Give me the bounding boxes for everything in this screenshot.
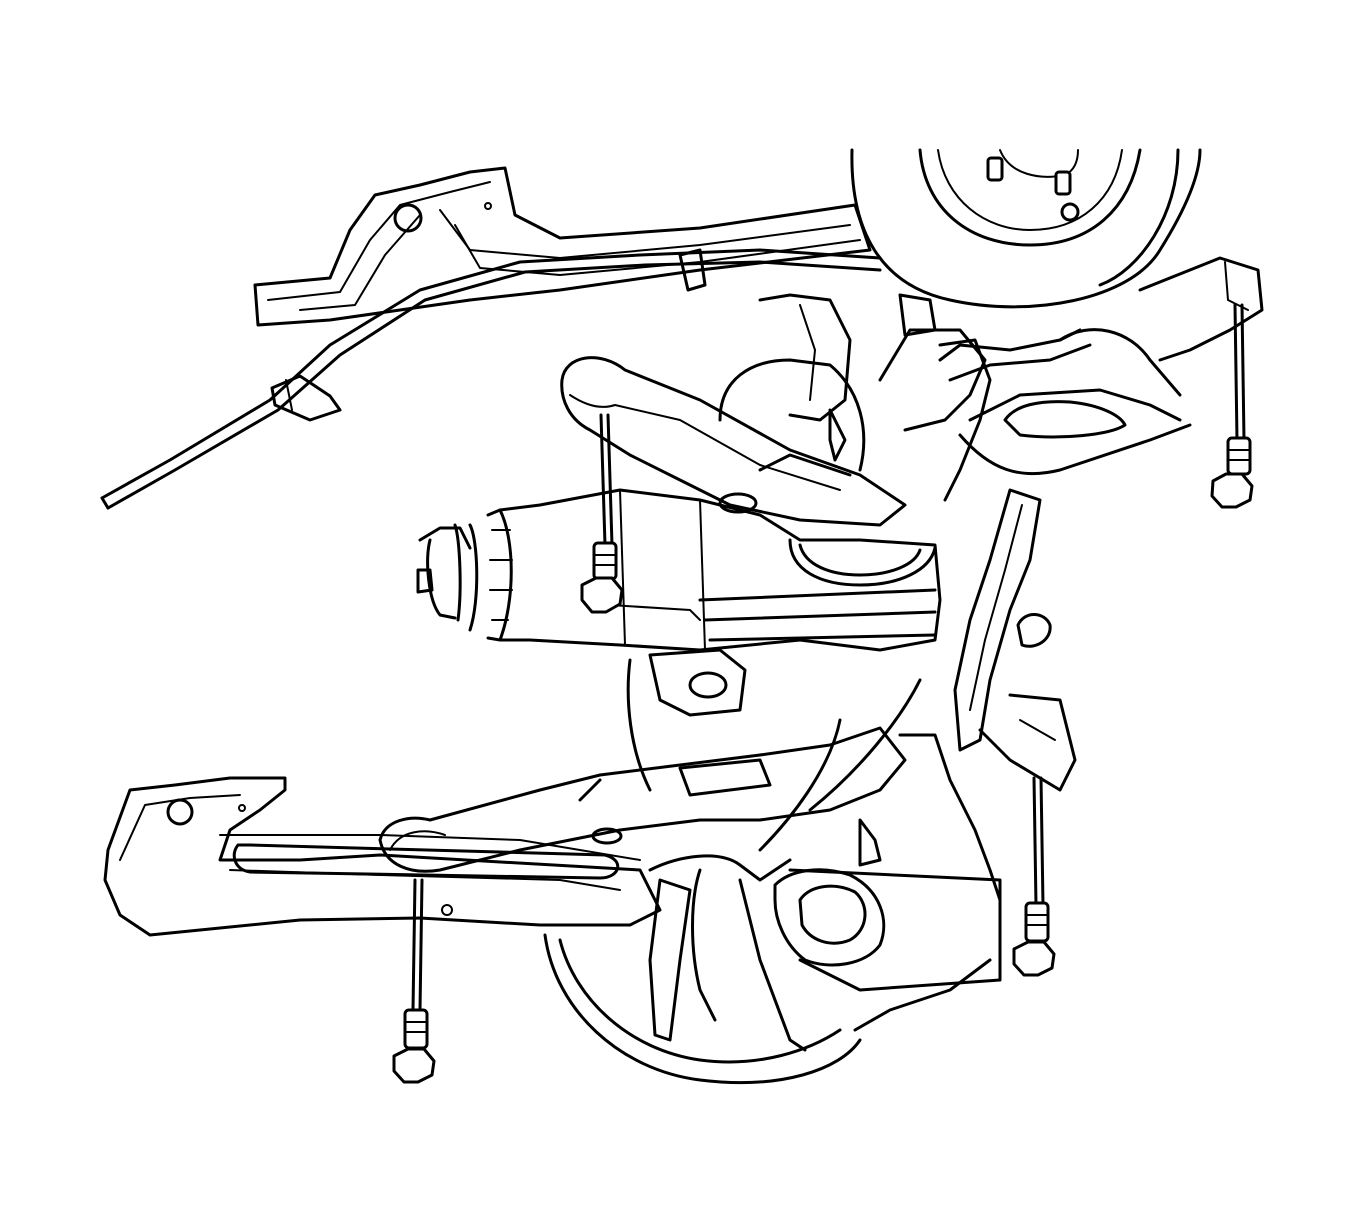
bolt	[580, 413, 624, 614]
bolt	[392, 878, 436, 1084]
brake-line	[100, 248, 882, 510]
crossmember	[958, 256, 1264, 792]
bolt	[1012, 776, 1056, 977]
bolt	[1210, 303, 1254, 509]
upper-control-arm	[560, 356, 907, 527]
lower-control-arm	[378, 726, 907, 873]
knuckle-assembly	[718, 293, 992, 502]
frame-rail-upper	[253, 166, 872, 327]
stabilizer-link	[938, 328, 1092, 752]
rear-differential	[416, 488, 942, 652]
brake-rotor-hub	[850, 148, 1202, 309]
frame-rail-lower	[103, 776, 662, 937]
brake-backing-plate	[543, 648, 1002, 1085]
